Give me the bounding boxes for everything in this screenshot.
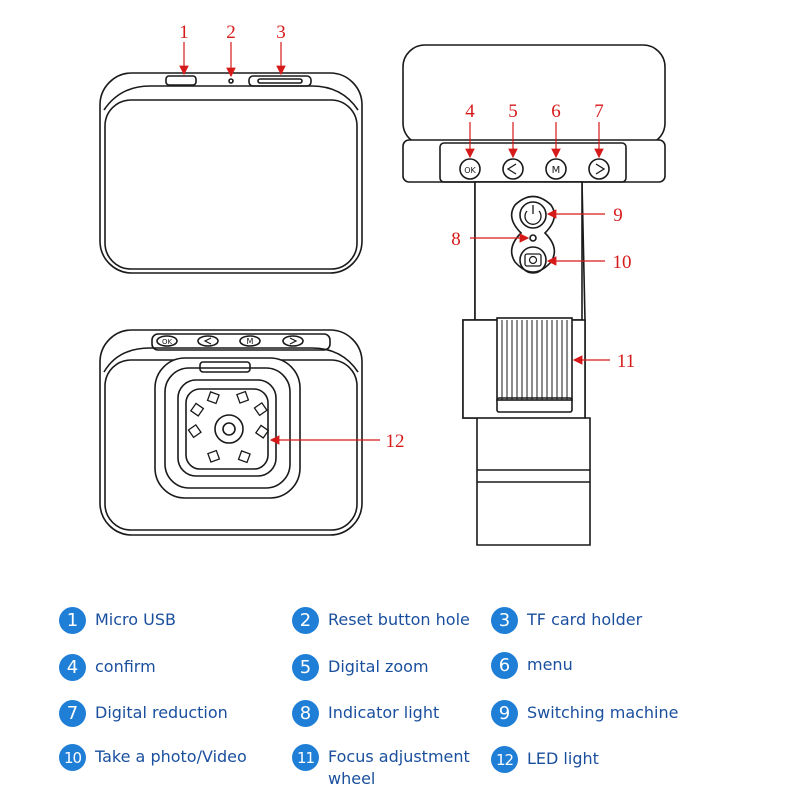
legend-label: Indicator light — [328, 703, 440, 722]
legend-item: 12 LED light — [491, 746, 599, 773]
right-arrow-icon — [282, 335, 304, 347]
legend-label: Focus adjustment wheel — [328, 747, 470, 788]
legend-badge: 1 — [59, 607, 86, 634]
legend-label: Digital zoom — [328, 657, 429, 676]
callout-12: 12 — [386, 431, 405, 452]
legend-badge: 10 — [59, 744, 86, 771]
callout-11: 11 — [617, 351, 635, 372]
legend-label: Take a photo/Video — [95, 747, 247, 766]
camera-icon — [519, 246, 547, 274]
legend-badge: 7 — [59, 700, 86, 727]
legend-item: 6 menu — [491, 652, 573, 679]
callout-2: 2 — [226, 22, 236, 43]
legend-badge: 4 — [59, 654, 86, 681]
legend-label: confirm — [95, 657, 156, 676]
legend-badge: 11 — [292, 744, 319, 771]
ok-icon — [156, 335, 178, 347]
right-button-icon — [588, 158, 610, 180]
legend-item: 1 Micro USB — [59, 607, 176, 634]
legend-badge: 2 — [292, 607, 319, 634]
callout-1: 1 — [179, 22, 189, 43]
micro-usb-port — [165, 75, 197, 86]
callout-6: 6 — [551, 101, 561, 122]
callout-7: 7 — [594, 101, 604, 122]
lens-center — [222, 422, 236, 436]
legend-item: 2 Reset button hole — [292, 607, 470, 634]
legend-badge: 3 — [491, 607, 518, 634]
tf-card-slot — [248, 75, 312, 87]
legend-label: LED light — [527, 749, 599, 768]
legend-item: 11 Focus adjustment wheel — [292, 744, 488, 790]
svg-text:OK: OK — [464, 166, 476, 175]
legend-item: 9 Switching machine — [491, 700, 678, 727]
indicator-led — [529, 234, 537, 242]
legend-label: Digital reduction — [95, 703, 228, 722]
callout-numbers: 1 2 3 4 5 6 7 8 9 10 11 12 — [179, 22, 635, 452]
legend-label: menu — [527, 655, 573, 674]
legend-badge: 6 — [491, 652, 518, 679]
ok-button-icon — [459, 158, 481, 180]
menu-m-icon — [239, 335, 261, 347]
legend-item: 5 Digital zoom — [292, 654, 429, 681]
callout-4: 4 — [465, 101, 475, 122]
side-view-device: OK M — [402, 44, 666, 546]
reset-hole — [228, 78, 234, 84]
front-view-device: OK M — [99, 329, 363, 536]
legend-label: Reset button hole — [328, 610, 470, 629]
callout-leaders — [179, 42, 610, 445]
legend-badge: 12 — [491, 746, 518, 773]
legend-item: 3 TF card holder — [491, 607, 642, 634]
menu-button-icon — [545, 158, 567, 180]
legend-item: 8 Indicator light — [292, 700, 439, 727]
callout-3: 3 — [276, 22, 286, 43]
legend-item: 4 confirm — [59, 654, 156, 681]
legend-item: 7 Digital reduction — [59, 700, 228, 727]
callout-8: 8 — [451, 229, 461, 250]
svg-text:M: M — [552, 165, 561, 176]
callout-5: 5 — [508, 101, 518, 122]
legend-badge: 8 — [292, 700, 319, 727]
legend-item: 10 Take a photo/Video — [59, 744, 247, 771]
svg-text:OK: OK — [162, 338, 173, 346]
led-ring — [187, 390, 270, 464]
legend-label: Micro USB — [95, 610, 176, 629]
device-diagram: OK M OK M — [99, 22, 666, 546]
callout-10: 10 — [613, 252, 632, 273]
svg-text:M: M — [247, 337, 254, 346]
top-view-device — [99, 72, 363, 274]
callout-9: 9 — [613, 205, 623, 226]
legend-badge: 5 — [292, 654, 319, 681]
legend-label: Switching machine — [527, 703, 679, 722]
legend-badge: 9 — [491, 700, 518, 727]
left-arrow-icon — [197, 335, 219, 347]
left-button-icon — [502, 158, 524, 180]
legend-label: TF card holder — [527, 610, 643, 629]
power-icon — [519, 201, 547, 229]
